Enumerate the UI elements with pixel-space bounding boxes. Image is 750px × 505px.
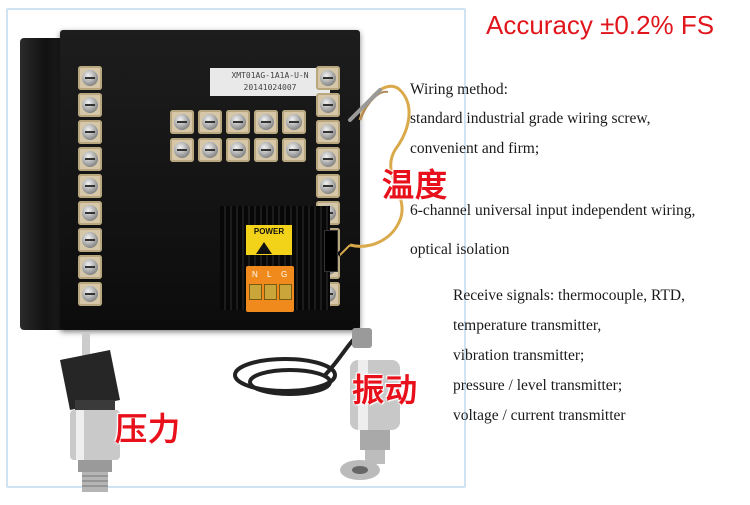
screw-icon — [82, 70, 98, 86]
wiring-line: 6-channel universal input independent wi… — [410, 202, 696, 219]
screw-icon — [286, 142, 302, 158]
device-back-panel: XMT01AG-1A1A-U-N 20141024007 — [60, 30, 360, 330]
terminal — [282, 110, 306, 134]
terminal — [282, 138, 306, 162]
terminal — [78, 201, 102, 225]
pressure-label-cn: 压力 — [115, 410, 182, 448]
wiring-line: Wiring method: — [410, 81, 508, 98]
screw-icon — [286, 114, 302, 130]
wiring-line: optical isolation — [410, 241, 510, 258]
model-number: XMT01AG-1A1A-U-N — [231, 71, 309, 80]
screw-icon — [82, 286, 98, 302]
screw-icon — [320, 151, 336, 167]
screw-icon — [82, 232, 98, 248]
plug-socket — [249, 284, 262, 300]
terminal — [226, 110, 250, 134]
screw-icon — [82, 124, 98, 140]
terminal — [316, 93, 340, 117]
signal-line: voltage / current transmitter — [453, 407, 626, 424]
wiring-line: standard industrial grade wiring screw, — [410, 110, 651, 127]
terminal — [78, 66, 102, 90]
product-photo-frame — [6, 8, 466, 488]
screw-icon — [230, 114, 246, 130]
center-terminal-grid — [170, 110, 306, 162]
terminal — [170, 138, 194, 162]
terminal — [198, 138, 222, 162]
screw-icon — [258, 114, 274, 130]
terminal — [78, 120, 102, 144]
wiring-line: convenient and firm; — [410, 140, 540, 157]
left-terminal-column — [78, 66, 102, 306]
terminal — [254, 138, 278, 162]
controller-device: XMT01AG-1A1A-U-N 20141024007 — [20, 30, 360, 330]
device-side-housing — [20, 38, 62, 330]
pressure-transmitter-icon — [60, 332, 120, 492]
vibration-transmitter-icon — [233, 328, 400, 480]
plug-label-g: G — [281, 270, 288, 279]
serial-number: 20141024007 — [243, 83, 297, 92]
screw-icon — [202, 114, 218, 130]
screw-icon — [258, 142, 274, 158]
terminal — [78, 228, 102, 252]
signal-line: temperature transmitter, — [453, 317, 602, 334]
screw-icon — [174, 114, 190, 130]
screw-icon — [82, 97, 98, 113]
terminal — [78, 93, 102, 117]
plug-label-l: L — [267, 270, 272, 279]
signal-line: vibration transmitter; — [453, 347, 585, 364]
screw-icon — [202, 142, 218, 158]
terminal — [170, 110, 194, 134]
terminal — [316, 66, 340, 90]
terminal — [198, 110, 222, 134]
terminal — [316, 120, 340, 144]
screw-icon — [320, 124, 336, 140]
thermocouple-probe-icon — [340, 84, 411, 257]
screw-icon — [320, 178, 336, 194]
signal-line: Receive signals: thermocouple, RTD, — [453, 287, 685, 304]
accuracy-headline: Accuracy ±0.2% FS — [486, 10, 715, 40]
power-plug-connector: N L G — [246, 266, 294, 312]
model-sticker: XMT01AG-1A1A-U-N 20141024007 — [210, 68, 330, 96]
terminal — [316, 174, 340, 198]
screw-icon — [82, 205, 98, 221]
vibration-label-cn: 振动 — [352, 371, 419, 409]
screw-icon — [320, 70, 336, 86]
terminal — [78, 282, 102, 306]
power-label-text: POWER — [253, 227, 285, 236]
screw-icon — [82, 178, 98, 194]
terminal — [226, 138, 250, 162]
signal-line: pressure / level transmitter; — [453, 377, 623, 394]
connector-slot — [324, 230, 338, 272]
plug-socket — [279, 284, 292, 300]
screw-icon — [230, 142, 246, 158]
plug-socket — [264, 284, 277, 300]
terminal — [254, 110, 278, 134]
terminal — [78, 147, 102, 171]
terminal — [78, 255, 102, 279]
terminal — [316, 147, 340, 171]
warning-triangle-icon — [256, 242, 272, 254]
terminal — [78, 174, 102, 198]
plug-label-n: N — [252, 270, 258, 279]
screw-icon — [320, 97, 336, 113]
screw-icon — [174, 142, 190, 158]
screw-icon — [82, 259, 98, 275]
screw-icon — [82, 151, 98, 167]
temperature-label-cn: 温度 — [382, 166, 449, 204]
